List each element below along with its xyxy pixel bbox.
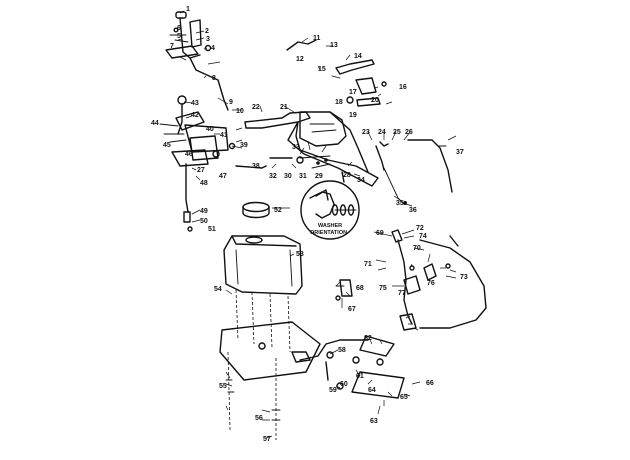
callout-63: 63 [370,418,378,425]
callout-68: 68 [356,285,364,292]
choke-lever-assembly [159,95,236,232]
washer-orientation-detail: WASHER ORIENTATION [300,180,360,240]
callout-52: 52 [274,207,282,214]
callout-75: 75 [379,285,387,292]
callout-23: 23 [362,129,370,136]
callout-76: 76 [427,280,435,287]
callout-65: 65 [400,394,408,401]
callout-4: 4 [211,45,215,52]
callout-5: 5 [177,33,181,40]
callout-1: 1 [186,6,190,13]
callout-72: 72 [416,225,424,232]
callout-37: 37 [456,149,464,156]
callout-38: 38 [252,163,260,170]
callout-71: 71 [364,261,372,268]
handle-and-control-panel [244,111,379,187]
callout-22: 22 [252,104,260,111]
callout-32: 32 [269,173,277,180]
callout-2: 2 [205,28,209,35]
callout-14: 14 [354,53,362,60]
tank-mounting-plate [219,289,321,440]
callout-17: 17 [349,89,357,96]
callout-64: 64 [368,387,376,394]
callout-59: 59 [329,387,337,394]
callout-26: 26 [405,129,413,136]
callout-62: 62 [364,335,372,342]
callout-27: 27 [197,167,205,174]
callout-69: 69 [376,230,384,237]
callout-61: 61 [356,373,364,380]
throttle-lever-assembly [165,11,229,111]
switch-bracket [335,279,353,301]
callout-53: 53 [296,251,304,258]
callout-8: 8 [212,75,216,82]
callout-34: 34 [357,177,365,184]
callout-40: 40 [206,126,214,133]
callout-6: 6 [177,25,181,32]
callout-57: 57 [263,436,271,443]
callout-numbers: 1 2 3 4 5 6 7 8 9 10 11 12 13 14 15 16 1… [151,6,468,443]
callout-43: 43 [191,100,199,107]
callout-46: 46 [185,151,193,158]
callout-42: 42 [191,112,199,119]
callout-20: 20 [371,97,379,104]
callout-31: 31 [299,173,307,180]
callout-35: 35 [396,200,404,207]
callout-11: 11 [313,35,321,42]
callout-16: 16 [399,84,407,91]
callout-41: 41 [220,132,228,139]
callout-48: 48 [200,180,208,187]
upper-right-levers [286,39,387,107]
callout-18: 18 [335,99,343,106]
switch-harness-assembly [391,229,487,331]
callout-24: 24 [378,129,386,136]
callout-50: 50 [200,218,208,225]
fuel-tank [223,235,303,295]
callout-15: 15 [318,66,326,73]
callout-19: 19 [349,112,357,119]
fuel-cap [242,201,270,219]
callout-7: 7 [170,43,174,50]
callout-9: 9 [229,99,233,106]
leader-lines [177,10,457,439]
callout-12: 12 [296,56,304,63]
callout-66: 66 [426,380,434,387]
fuel-line-assembly [299,335,405,399]
callout-21: 21 [280,104,288,111]
callout-30: 30 [284,173,292,180]
callout-58: 58 [338,347,346,354]
callout-49: 49 [200,208,208,215]
callout-45: 45 [163,142,171,149]
callout-73: 73 [460,274,468,281]
callout-3: 3 [206,36,210,43]
callout-70: 70 [413,245,421,252]
callout-55: 55 [219,383,227,390]
linkage-rods [235,139,453,205]
callout-51: 51 [208,226,216,233]
callout-77: 77 [398,290,406,297]
callout-44: 44 [151,120,159,127]
callout-29: 29 [315,173,323,180]
callout-13: 13 [330,42,338,49]
callout-47: 47 [219,173,227,180]
callout-10: 10 [236,108,244,115]
callout-33: 33 [292,144,300,151]
callout-56: 56 [255,415,263,422]
callout-67: 67 [348,306,356,313]
callout-36: 36 [409,207,417,214]
washer-label-line1: WASHER [318,223,342,229]
callout-60: 60 [340,381,348,388]
callout-39: 39 [240,142,248,149]
callout-28: 28 [343,172,351,179]
callout-25: 25 [393,129,401,136]
callout-54: 54 [214,286,222,293]
washer-label-line2: ORIENTATION [310,230,347,236]
callout-74: 74 [419,233,427,240]
